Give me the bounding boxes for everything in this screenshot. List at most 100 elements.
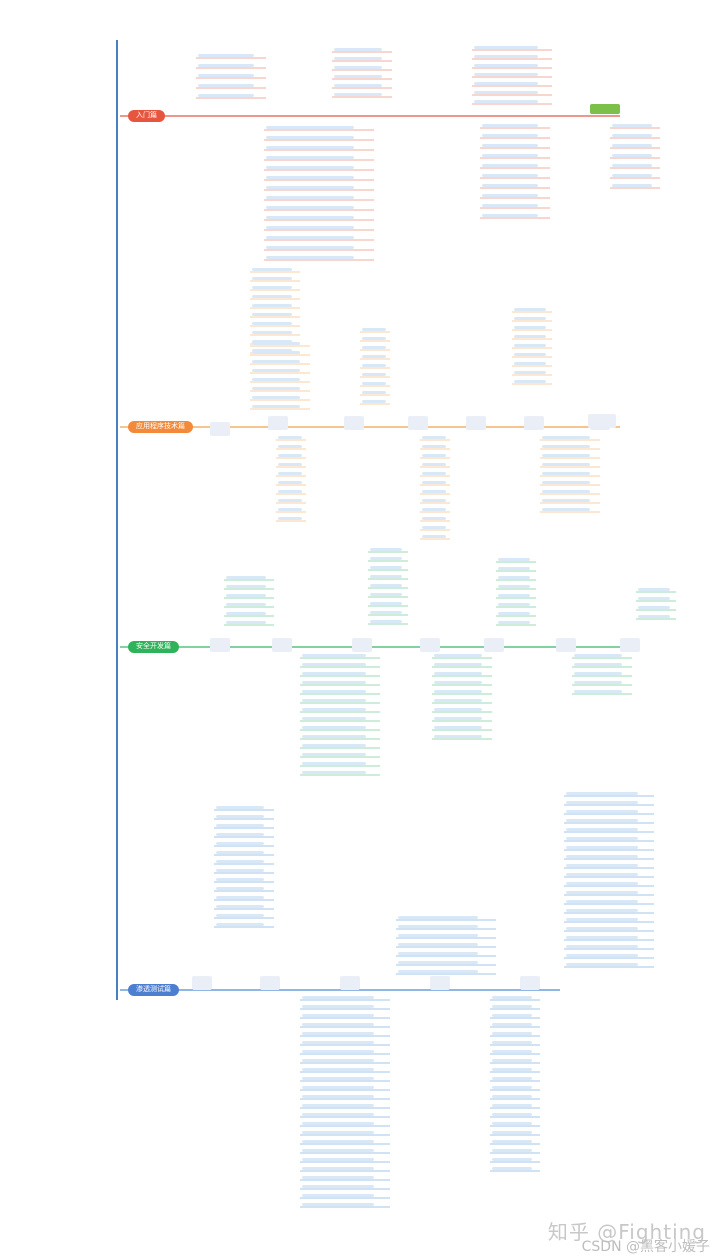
leaf-text-placeholder [302, 1176, 374, 1179]
leaf-text-placeholder [362, 355, 386, 358]
leaf-text-placeholder [216, 869, 264, 872]
leaf-text-placeholder [334, 48, 382, 51]
leaf-text-placeholder [266, 256, 354, 259]
leaf-text-placeholder [422, 436, 446, 439]
leaf-text-placeholder [514, 317, 546, 320]
leaf-text-placeholder [474, 91, 538, 94]
leaf-text-placeholder [252, 378, 300, 381]
leaf-text-placeholder [474, 64, 538, 67]
leaf-text-placeholder [302, 744, 366, 747]
leaf-text-placeholder [482, 124, 538, 127]
leaf-text-placeholder [278, 454, 302, 457]
leaf-text-placeholder [498, 567, 530, 570]
leaf-text-placeholder [398, 916, 478, 919]
root-node-intro[interactable]: 入门篇 [128, 110, 165, 122]
leaf-text-placeholder [252, 396, 300, 399]
leaf-text-placeholder [566, 936, 638, 939]
leaf-text-placeholder [226, 603, 266, 606]
mindmap-spine [116, 40, 118, 1000]
leaf-text-placeholder [302, 1005, 374, 1008]
leaf-text-placeholder [482, 194, 538, 197]
leaf-text-placeholder [370, 611, 402, 614]
leaf-text-placeholder [498, 603, 530, 606]
leaf-text-placeholder [566, 963, 638, 966]
leaf-text-placeholder [362, 364, 386, 367]
leaf-text-placeholder [566, 954, 638, 957]
leaf-text-placeholder [434, 654, 482, 657]
leaf-text-placeholder [434, 708, 482, 711]
leaf-text-placeholder [370, 602, 402, 605]
leaf-text-placeholder [492, 1158, 532, 1161]
leaf-text-placeholder [216, 905, 264, 908]
leaf-text-placeholder [482, 134, 538, 137]
leaf-text-placeholder [574, 654, 622, 657]
leaf-text-placeholder [434, 726, 482, 729]
leaf-text-placeholder [482, 214, 538, 217]
root-node-pentest[interactable]: 渗透测试篇 [128, 984, 179, 996]
leaf-text-placeholder [492, 1149, 532, 1152]
leaf-text-placeholder [216, 860, 264, 863]
root-node-apps[interactable]: 应用程序技术篇 [128, 421, 193, 433]
leaf-text-placeholder [434, 672, 482, 675]
leaf-text-placeholder [434, 681, 482, 684]
watermark: 知乎 @Fighting [547, 1220, 706, 1244]
leaf-text-placeholder [216, 851, 264, 854]
leaf-text-placeholder [216, 833, 264, 836]
leaf-text-placeholder [566, 945, 638, 948]
leaf-text-placeholder [266, 146, 354, 149]
leaf-text-placeholder [474, 100, 538, 103]
leaf-text-placeholder [422, 472, 446, 475]
leaf-text-placeholder [302, 996, 374, 999]
leaf-text-placeholder [492, 1068, 532, 1071]
leaf-text-placeholder [638, 615, 670, 618]
node-icon [430, 976, 450, 990]
leaf-text-placeholder [266, 196, 354, 199]
leaf-text-placeholder [302, 1095, 374, 1098]
leaf-text-placeholder [266, 166, 354, 169]
leaf-text-placeholder [542, 463, 590, 466]
leaf-text-placeholder [566, 828, 638, 831]
leaf-text-placeholder [566, 927, 638, 930]
leaf-text-placeholder [514, 335, 546, 338]
credit-label: CSDN @黑客小媛子 [581, 1239, 710, 1255]
leaf-text-placeholder [566, 846, 638, 849]
leaf-text-placeholder [302, 717, 366, 720]
leaf-text-placeholder [422, 463, 446, 466]
leaf-text-placeholder [434, 735, 482, 738]
leaf-text-placeholder [566, 792, 638, 795]
leaf-text-placeholder [492, 1032, 532, 1035]
leaf-text-placeholder [566, 873, 638, 876]
leaf-text-placeholder [492, 1014, 532, 1017]
leaf-text-placeholder [574, 663, 622, 666]
leaf-text-placeholder [302, 699, 366, 702]
leaf-text-placeholder [370, 557, 402, 560]
leaf-text-placeholder [542, 508, 590, 511]
leaf-text-placeholder [302, 1050, 374, 1053]
leaf-text-placeholder [514, 371, 546, 374]
leaf-text-placeholder [252, 313, 292, 316]
leaf-text-placeholder [362, 346, 386, 349]
leaf-text-placeholder [370, 620, 402, 623]
node-icon [210, 422, 230, 436]
leaf-text-placeholder [422, 490, 446, 493]
node-icon [352, 638, 372, 652]
leaf-text-placeholder [198, 94, 254, 97]
leaf-text-placeholder [566, 837, 638, 840]
leaf-text-placeholder [398, 943, 478, 946]
leaf-text-placeholder [216, 815, 264, 818]
leaf-text-placeholder [398, 961, 478, 964]
leaf-text-placeholder [422, 535, 446, 538]
leaf-text-placeholder [252, 286, 292, 289]
leaf-text-placeholder [398, 970, 478, 973]
root-node-secdev[interactable]: 安全开发篇 [128, 641, 179, 653]
leaf-text-placeholder [198, 54, 254, 57]
leaf-text-placeholder [482, 144, 538, 147]
leaf-text-placeholder [474, 46, 538, 49]
leaf-text-placeholder [612, 124, 652, 127]
leaf-text-placeholder [638, 588, 670, 591]
leaf-text-placeholder [498, 612, 530, 615]
leaf-text-placeholder [566, 891, 638, 894]
leaf-text-placeholder [302, 726, 366, 729]
